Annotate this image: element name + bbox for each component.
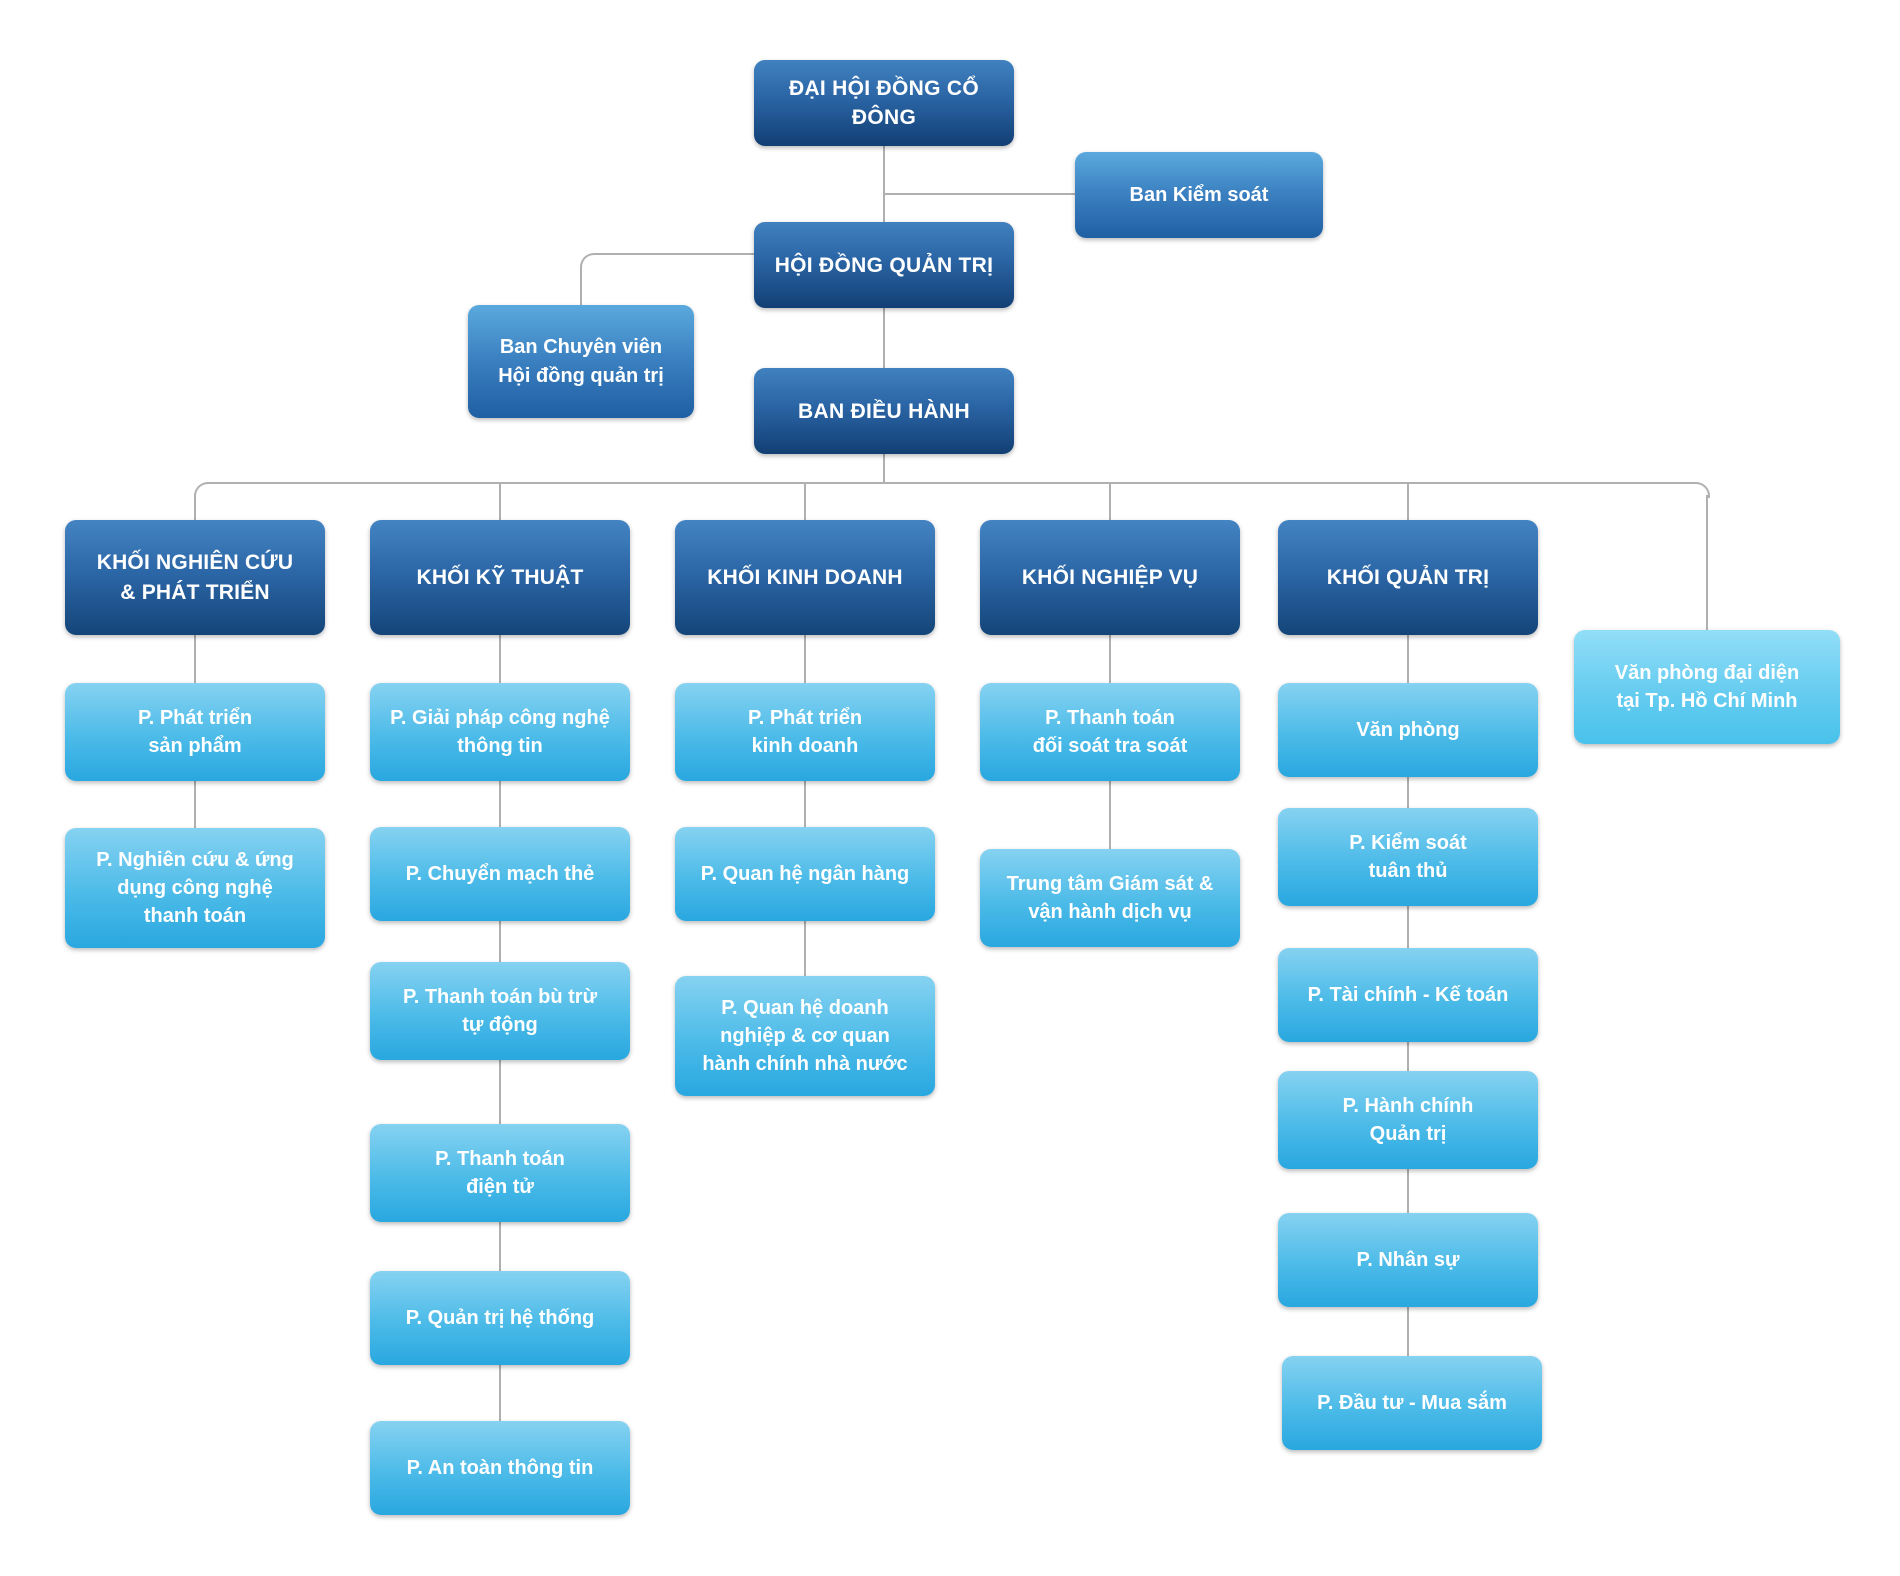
node-label: P. Giải pháp công nghệ thông tin [390,707,610,757]
node-label: KHỐI QUẢN TRỊ [1326,565,1490,589]
node-label: P. Quản trị hệ thống [405,1307,595,1329]
node-label: KHỐI KINH DOANH [707,565,903,589]
node-ban-kiem-soat: Ban Kiểm soát [1075,152,1323,238]
node-p-quan-he-ngan-hang: P. Quan hệ ngân hàng [675,827,935,921]
node-p-quan-tri-he-thong: P. Quản trị hệ thống [370,1271,630,1365]
node-label: Ban Chuyên viên Hội đồng quản trị [498,335,664,387]
connector-advisory-drop [580,266,582,305]
connector-board-executive [883,308,885,368]
node-p-an-toan-thong-tin: P. An toàn thông tin [370,1421,630,1515]
node-label: HỘI ĐỒNG QUẢN TRỊ [774,253,994,277]
node-label: P. Chuyển mạch thẻ [405,863,595,885]
connector-shareholders-board [883,146,885,222]
connector-drop-division-3 [804,482,806,522]
node-label: P. Thanh toán đối soát tra soát [1032,707,1188,757]
node-khoi-ky-thuat: KHỐI KỸ THUẬT [370,520,630,635]
node-khoi-nghiep-vu: KHỐI NGHIỆP VỤ [980,520,1240,635]
node-khoi-quan-tri: KHỐI QUẢN TRỊ [1278,520,1538,635]
node-label: KHỐI NGHIỆP VỤ [1021,565,1199,589]
node-p-dau-tu-mua-sam: P. Đầu tư - Mua sắm [1282,1356,1542,1450]
node-khoi-nghien-cuu-phat-trien: KHỐI NGHIÊN CỨU & PHÁT TRIỂN [65,520,325,635]
node-label: Ban Kiểm soát [1129,183,1269,206]
node-label: P. Thanh toán bù trừ tự động [402,986,598,1036]
node-van-phong-dai-dien-hcm: Văn phòng đại diện tại Tp. Hồ Chí Minh [1574,630,1840,744]
node-khoi-kinh-doanh: KHỐI KINH DOANH [675,520,935,635]
node-trung-tam-giam-sat-van-hanh-dich-vu: Trung tâm Giám sát & vận hành dịch vụ [980,849,1240,947]
node-label: P. Nhân sự [1356,1249,1460,1271]
node-dai-hoi-dong-co-dong: ĐẠI HỘI ĐỒNG CỔ ĐÔNG [754,60,1014,146]
node-label: KHỐI KỸ THUẬT [416,565,584,589]
node-label: P. Thanh toán điện tử [435,1148,565,1198]
node-p-quan-he-doanh-nghiep-co-quan-hanh-chinh: P. Quan hệ doanh nghiệp & cơ quan hành c… [675,976,935,1096]
connector-supervisory-branch [883,193,1075,195]
node-ban-dieu-hanh: BAN ĐIỀU HÀNH [754,368,1014,454]
node-p-phat-trien-kinh-doanh: P. Phát triển kinh doanh [675,683,935,781]
node-label: P. Phát triển sản phẩm [137,707,253,757]
connector-rail-right-corner [1694,482,1710,498]
node-p-thanh-toan-bu-tru-tu-dong: P. Thanh toán bù trừ tự động [370,962,630,1060]
node-hoi-dong-quan-tri: HỘI ĐỒNG QUẢN TRỊ [754,222,1014,308]
node-van-phong: Văn phòng [1278,683,1538,777]
node-label: P. Nghiên cứu & ứng dụng công nghệ thanh… [96,849,294,927]
node-label: Văn phòng đại diện tại Tp. Hồ Chí Minh [1614,662,1800,712]
node-label: Văn phòng [1356,719,1460,741]
node-label: P. An toàn thông tin [406,1457,594,1479]
node-p-phat-trien-san-pham: P. Phát triển sản phẩm [65,683,325,781]
node-p-giai-phap-cong-nghe-thong-tin: P. Giải pháp công nghệ thông tin [370,683,630,781]
connector-main-rail [209,482,1694,484]
node-label: ĐẠI HỘI ĐỒNG CỔ ĐÔNG [788,77,979,129]
connector-column-3 [804,635,806,978]
node-label: Trung tâm Giám sát & vận hành dịch vụ [1006,873,1214,923]
node-label: BAN ĐIỀU HÀNH [798,399,970,423]
node-p-thanh-toan-doi-soat-tra-soat: P. Thanh toán đối soát tra soát [980,683,1240,781]
connector-executive-drop [883,454,885,484]
node-ban-chuyen-vien-hdqt: Ban Chuyên viên Hội đồng quản trị [468,305,694,418]
node-label: P. Đầu tư - Mua sắm [1317,1392,1507,1414]
node-label: KHỐI NGHIÊN CỨU & PHÁT TRIỂN [96,550,294,604]
node-p-nhan-su: P. Nhân sự [1278,1213,1538,1307]
node-p-hanh-chinh-quan-tri: P. Hành chính Quản trị [1278,1071,1538,1169]
node-p-nghien-cuu-ung-dung-cong-nghe-thanh-toan: P. Nghiên cứu & ứng dụng công nghệ thanh… [65,828,325,948]
node-p-thanh-toan-dien-tu: P. Thanh toán điện tử [370,1124,630,1222]
connector-advisory-corner [580,253,596,269]
node-label: P. Kiểm soát tuân thủ [1349,832,1467,882]
connector-drop-division-5 [1407,482,1409,522]
node-label: P. Phát triển kinh doanh [747,707,863,757]
node-label: P. Quan hệ ngân hàng [700,863,910,885]
node-p-tai-chinh-ke-toan: P. Tài chính - Kế toán [1278,948,1538,1042]
connector-drop-division-1 [194,495,196,522]
connector-drop-division-4 [1109,482,1111,522]
node-label: P. Tài chính - Kế toán [1307,984,1509,1006]
connector-drop-division-2 [499,482,501,522]
connector-drop-office [1706,495,1708,632]
connector-rail-left-corner [194,482,210,498]
node-label: P. Hành chính Quản trị [1342,1095,1474,1145]
node-label: P. Quan hệ doanh nghiệp & cơ quan hành c… [702,997,908,1075]
connector-advisory-branch [594,253,754,255]
node-p-chuyen-mach-the: P. Chuyển mạch thẻ [370,827,630,921]
node-p-kiem-soat-tuan-thu: P. Kiểm soát tuân thủ [1278,808,1538,906]
